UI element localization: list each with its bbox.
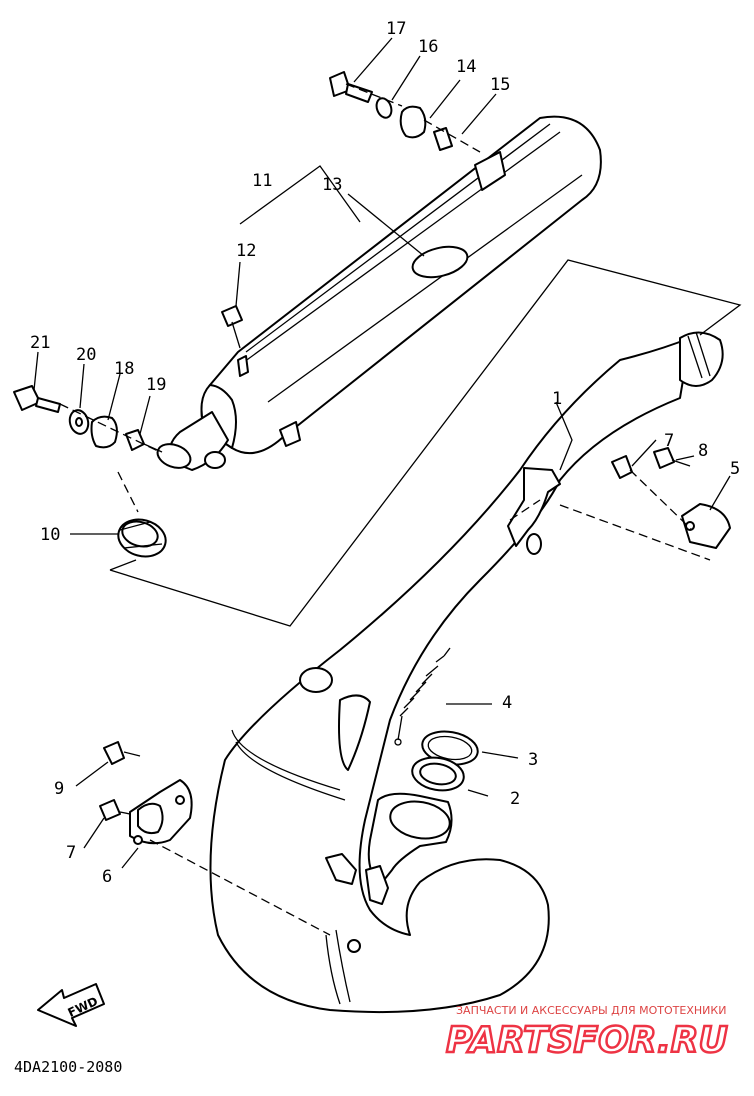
- callout-21: 21: [30, 333, 50, 353]
- muffler-assembly: [156, 115, 602, 471]
- leader-lines: [33, 37, 731, 869]
- callout-7-left: 7: [66, 843, 76, 863]
- mount-plate-5: [611, 447, 731, 549]
- callout-2: 2: [510, 789, 520, 809]
- top-mount-hardware: [329, 71, 453, 151]
- callout-10: 10: [40, 525, 60, 545]
- callout-12: 12: [236, 241, 256, 261]
- callout-3: 3: [528, 750, 538, 770]
- callout-20: 20: [76, 345, 96, 365]
- watermark: ЗАПЧАСТИ И АКСЕССУАРЫ ДЛЯ МОТОТЕХНИКИ PA…: [445, 1004, 729, 1062]
- bolt-12: [221, 305, 243, 349]
- callout-16: 16: [418, 37, 438, 57]
- callout-13: 13: [322, 175, 342, 195]
- callout-7-right: 7: [664, 431, 674, 451]
- watermark-tagline: ЗАПЧАСТИ И АКСЕССУАРЫ ДЛЯ МОТОТЕХНИКИ: [456, 1004, 726, 1017]
- gasket: [411, 756, 465, 792]
- rear-mount-hardware: [13, 385, 163, 453]
- callout-8: 8: [698, 441, 708, 461]
- callout-6: 6: [102, 867, 112, 887]
- callout-9: 9: [54, 779, 64, 799]
- callout-labels: 1 2 3 4 5 6 7 7 8 9 10 11 12 13 14 15 16…: [30, 19, 740, 887]
- expansion-chamber: [209, 331, 724, 1014]
- exhaust-seal-ring: [117, 518, 167, 558]
- callout-15: 15: [490, 75, 510, 95]
- callout-4: 4: [502, 693, 512, 713]
- callout-17: 17: [386, 19, 406, 39]
- callout-1: 1: [552, 389, 562, 409]
- callout-11: 11: [252, 171, 272, 191]
- callout-5: 5: [730, 459, 740, 479]
- callout-14: 14: [456, 57, 476, 77]
- diagram-code: 4DA2100-2080: [14, 1058, 122, 1076]
- forward-direction-arrow: FWD: [37, 983, 105, 1027]
- assembly-guide-lines: [59, 83, 742, 936]
- exhaust-spring: [394, 647, 451, 746]
- callout-18: 18: [114, 359, 134, 379]
- flange-6: [99, 741, 193, 845]
- callout-19: 19: [146, 375, 166, 395]
- watermark-brand: PARTSFOR.RU: [446, 1020, 728, 1061]
